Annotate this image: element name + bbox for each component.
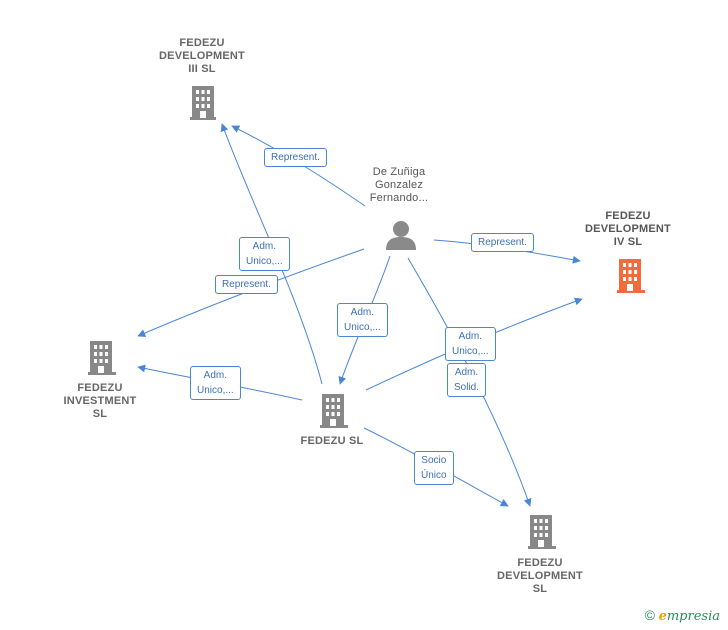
node-label-line: FEDEZU (517, 557, 563, 569)
node-label-person[interactable]: De Zuñiga Gonzalez Fernando... (339, 166, 459, 205)
edge-label-represent[interactable]: Represent. (471, 233, 534, 252)
edge-label-line: Adm. (203, 370, 228, 381)
edge-label-line: Represent. (478, 237, 527, 248)
node-label-line: DEVELOPMENT (497, 570, 583, 582)
edge-label-socio-unico[interactable]: Socio Único (414, 451, 454, 485)
building-icon[interactable] (190, 86, 216, 120)
node-label-line: INVESTMENT (63, 395, 137, 407)
node-label-fedezu-investment[interactable]: FEDEZU INVESTMENT SL (40, 382, 160, 421)
empresia-logo: © empresia (645, 607, 720, 624)
node-label-line: DEVELOPMENT (585, 223, 671, 235)
node-label-line: FEDEZU (77, 382, 123, 394)
node-label-line: Fernando... (369, 192, 429, 204)
edge-label-line: Adm. (454, 367, 479, 378)
edge-label-line: Unico,... (452, 346, 489, 357)
copyright-symbol: © (644, 607, 655, 623)
node-label-line: FEDEZU SL (300, 435, 364, 447)
edge-label-line: Unico,... (197, 385, 234, 396)
node-label-line: FEDEZU (179, 37, 225, 49)
edge-label-adm-unico[interactable]: Adm. Unico,... (445, 327, 496, 361)
node-label-line: IV SL (613, 236, 643, 248)
node-label-fedezu-development-iii[interactable]: FEDEZU DEVELOPMENT III SL (142, 37, 262, 76)
brand-initial: e (658, 609, 667, 624)
building-icon-highlight[interactable] (617, 259, 645, 293)
building-icon[interactable] (528, 515, 556, 549)
node-label-line: DEVELOPMENT (159, 50, 245, 62)
edge-label-line: Único (421, 470, 447, 481)
building-icon[interactable] (320, 394, 348, 428)
node-label-line: De Zuñiga (372, 166, 426, 178)
edge-label-line: Socio (421, 455, 447, 466)
edge-label-line: Adm. (350, 307, 375, 318)
node-label-line: SL (532, 583, 548, 595)
edge-label-line: Adm. (458, 331, 483, 342)
node-label-fedezu-sl[interactable]: FEDEZU SL (272, 435, 392, 448)
edge-label-line: Solid. (454, 382, 480, 393)
person-icon[interactable] (386, 221, 416, 250)
node-label-line: SL (92, 408, 108, 420)
brand-name: mpresia (666, 609, 720, 624)
edge-label-adm-solid[interactable]: Adm. Solid. (447, 363, 487, 397)
edge-label-adm-unico[interactable]: Adm. Unico,... (239, 237, 290, 271)
node-label-fedezu-development-iv[interactable]: FEDEZU DEVELOPMENT IV SL (568, 210, 688, 249)
edge-label-adm-unico[interactable]: Adm. Unico,... (190, 366, 241, 400)
edge-label-line: Represent. (222, 279, 271, 290)
edge-label-adm-unico[interactable]: Adm. Unico,... (337, 303, 388, 337)
node-label-line: Gonzalez (374, 179, 424, 191)
edge-label-line: Unico,... (344, 322, 381, 333)
building-icon[interactable] (88, 341, 116, 375)
edge-label-line: Adm. (252, 241, 277, 252)
edge-label-line: Represent. (271, 152, 320, 163)
edge-label-represent[interactable]: Represent. (264, 148, 327, 167)
node-label-line: III SL (188, 63, 216, 75)
node-label-line: FEDEZU (605, 210, 651, 222)
node-label-fedezu-development[interactable]: FEDEZU DEVELOPMENT SL (480, 557, 600, 596)
edge-label-line: Unico,... (246, 256, 283, 267)
edge-label-represent[interactable]: Represent. (215, 275, 278, 294)
